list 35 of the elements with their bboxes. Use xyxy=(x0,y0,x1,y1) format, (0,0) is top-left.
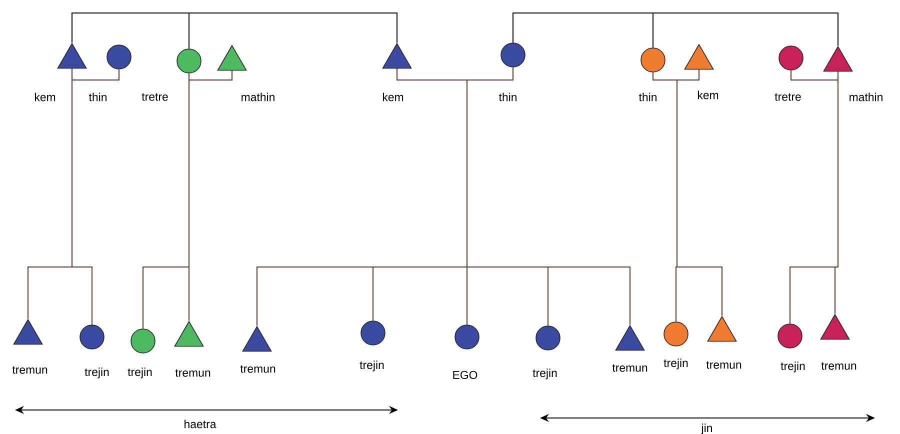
kinship-line xyxy=(396,68,630,326)
kinship-line xyxy=(188,72,190,322)
kin-label: tremun xyxy=(612,364,648,372)
kin-label: tremun xyxy=(240,365,276,373)
kin-label: tremun xyxy=(12,366,48,374)
kin-label: tremun xyxy=(706,361,742,369)
kin-label: tremun xyxy=(175,369,210,377)
kin-label: trejin xyxy=(664,358,688,370)
range-label: jin xyxy=(700,422,714,434)
kin-label: kem xyxy=(698,90,718,100)
kinship-line xyxy=(512,12,838,46)
kin-label: trejin xyxy=(128,368,152,378)
kin-label: EGO xyxy=(453,370,478,380)
kin-label: tremun xyxy=(821,362,856,370)
range-label: haetra xyxy=(182,418,218,430)
kinship-line xyxy=(652,72,722,316)
kin-label: trejin xyxy=(84,368,109,378)
kinship-line xyxy=(72,68,92,326)
kin-label: thin xyxy=(498,92,516,102)
kin-label: trejin xyxy=(532,368,557,380)
kinship-line xyxy=(834,71,838,314)
kin-label: tretre xyxy=(774,93,801,101)
kin-label: mathin xyxy=(242,92,274,102)
kinship-line xyxy=(790,70,838,80)
kin-label: kem xyxy=(34,92,56,102)
kin-label: trejin xyxy=(780,362,805,372)
kin-label: trejin xyxy=(360,360,384,372)
kin-label: tretre xyxy=(142,93,168,101)
kinship-line xyxy=(188,12,398,50)
kin-label: thin xyxy=(638,92,656,102)
kin-label: thin xyxy=(88,92,106,102)
kinship-line xyxy=(188,70,232,80)
kin-label: kem xyxy=(382,92,404,102)
kin-label: mathin xyxy=(850,92,882,102)
kinship-line xyxy=(72,68,120,80)
